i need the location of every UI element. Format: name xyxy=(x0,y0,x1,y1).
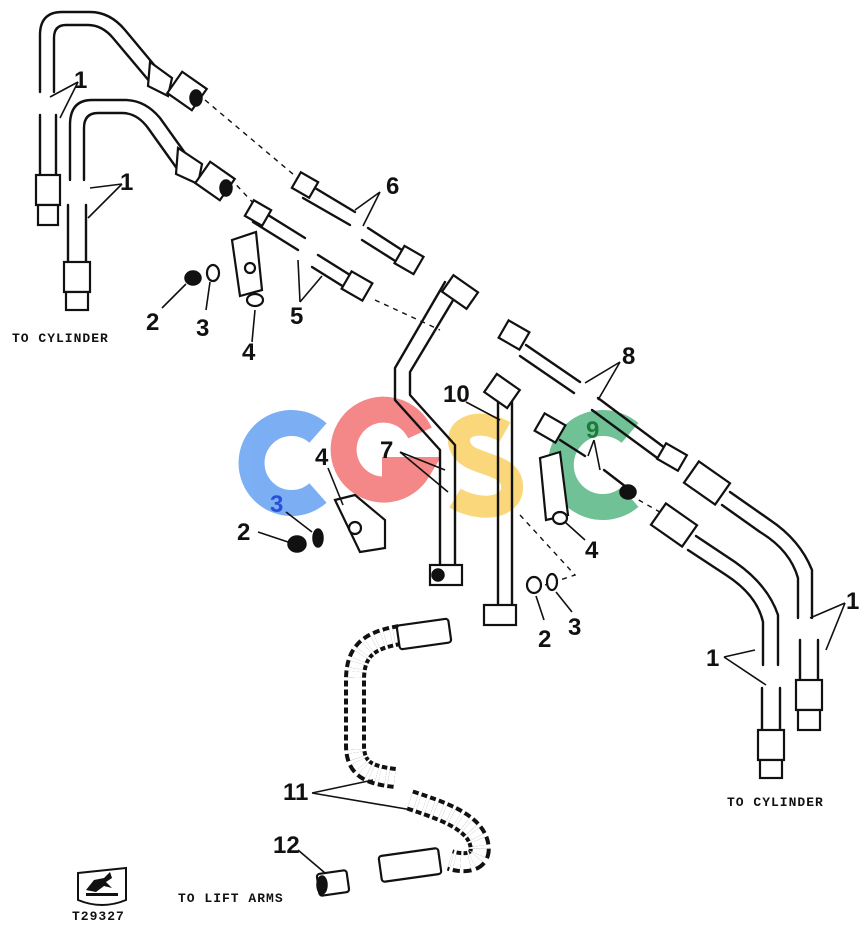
callout-1d: 1 xyxy=(706,645,719,672)
caption-to-cylinder-left: TO CYLINDER xyxy=(12,331,109,346)
deer-icon xyxy=(86,872,112,892)
callout-7: 7 xyxy=(380,437,393,464)
callout-3b: 3 xyxy=(270,491,283,518)
callout-9: 9 xyxy=(586,417,599,444)
tube-lower-right-inner xyxy=(649,501,786,780)
callout-4b: 4 xyxy=(315,444,329,471)
callout-5: 5 xyxy=(290,303,303,330)
nut-washer-lower-left xyxy=(287,528,324,553)
connector-tubes-9 xyxy=(533,411,637,500)
callout-6: 6 xyxy=(386,173,399,200)
callout-1a: 1 xyxy=(74,67,87,94)
watermark-letter-s xyxy=(448,413,523,518)
tube-upper-left-inner xyxy=(62,98,237,312)
callout-2b: 2 xyxy=(237,519,250,546)
clamp-lower-left xyxy=(333,493,387,554)
clamp-lower-right xyxy=(538,450,570,526)
callout-3a: 3 xyxy=(196,315,209,342)
callout-4c: 4 xyxy=(585,537,599,564)
nut-washer-lower-right xyxy=(525,572,559,595)
tube-lower-right-outer xyxy=(682,459,824,732)
connector-tubes-6 xyxy=(290,170,426,276)
callout-4a: 4 xyxy=(242,339,256,366)
nut-washer-upper xyxy=(184,263,221,286)
clamp-upper xyxy=(230,230,265,308)
callout-11: 11 xyxy=(283,779,308,806)
callout-1b: 1 xyxy=(120,169,133,196)
leader-lines xyxy=(49,81,846,874)
tube-upper-left-outer xyxy=(34,10,209,227)
watermark-letter-g xyxy=(330,396,441,503)
fitting-12 xyxy=(315,869,351,897)
drawing-code: T29327 xyxy=(72,909,125,924)
callout-1c: 1 xyxy=(846,588,859,615)
callout-2a: 2 xyxy=(146,309,159,336)
callout-2c: 2 xyxy=(538,626,551,653)
flexible-hose-11 xyxy=(344,617,491,883)
callout-3c: 3 xyxy=(568,614,581,641)
caption-to-cylinder-right: TO CYLINDER xyxy=(727,795,824,810)
watermark-letter-c1 xyxy=(238,410,327,516)
callout-10: 10 xyxy=(443,381,470,408)
callout-12: 12 xyxy=(273,832,300,859)
tube-center-10 xyxy=(482,372,522,627)
tube-center-7 xyxy=(393,273,480,587)
connector-tubes-5 xyxy=(243,198,374,303)
callout-8: 8 xyxy=(622,343,635,370)
callout-numbers: 1 1 1 1 2 2 2 3 3 3 4 4 4 5 6 7 8 9 10 1… xyxy=(74,67,859,859)
deer-logo xyxy=(77,866,127,906)
caption-to-lift-arms: TO LIFT ARMS xyxy=(178,891,284,906)
connector-tubes-8 xyxy=(497,318,689,473)
